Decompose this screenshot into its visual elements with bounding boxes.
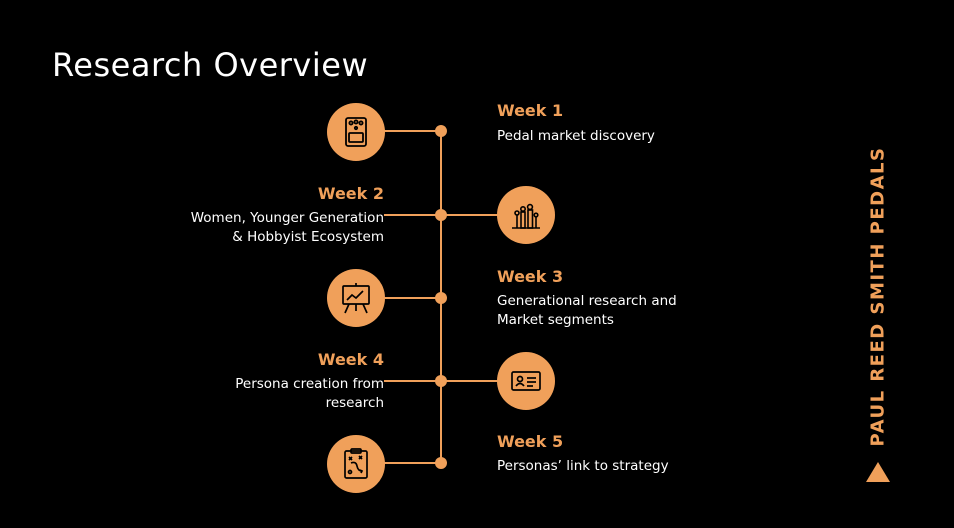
id-card-icon — [497, 352, 555, 410]
week-label: Week 3 — [497, 267, 564, 286]
timeline-node — [435, 292, 447, 304]
week-label: Week 5 — [497, 432, 564, 451]
family-group-icon — [497, 186, 555, 244]
week-label: Week 2 — [317, 184, 384, 203]
brand-vertical: PAUL REED SMITH PEDALS — [852, 146, 904, 446]
presentation-chart-icon — [327, 269, 385, 327]
timeline-node — [435, 457, 447, 469]
week-description: Women, Younger Generation& Hobbyist Ecos… — [190, 210, 384, 245]
week-description: Pedal market discovery — [497, 128, 655, 144]
connector-line — [384, 130, 440, 132]
timeline-node — [435, 209, 447, 221]
week-label: Week 1 — [497, 101, 564, 120]
strategy-clipboard-icon — [327, 435, 385, 493]
guitar-pedal-icon — [327, 103, 385, 161]
timeline-node — [435, 125, 447, 137]
week-description: Personas’ link to strategy — [497, 458, 669, 474]
page-title: Research Overview — [52, 46, 369, 84]
connector-line — [384, 462, 440, 464]
connector-line — [384, 297, 440, 299]
timeline-node — [435, 375, 447, 387]
triangle-arrow-icon — [866, 462, 890, 482]
week-label: Week 4 — [317, 350, 384, 369]
brand-name: PAUL REED SMITH PEDALS — [867, 146, 889, 446]
